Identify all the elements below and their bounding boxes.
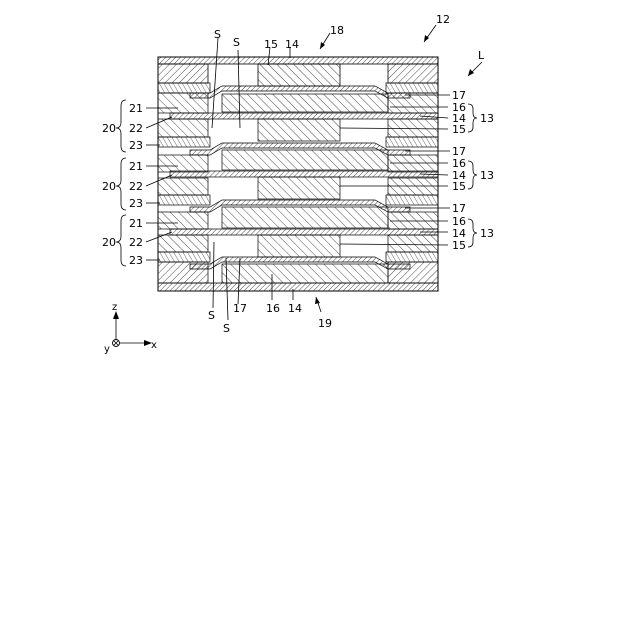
label-15-c: 15 <box>452 239 466 252</box>
label-S-top-2: S <box>233 36 240 49</box>
label-L: L <box>478 49 485 62</box>
label-19: 19 <box>318 317 332 330</box>
top-plate <box>158 57 438 64</box>
label-14-top: 14 <box>285 38 299 51</box>
label-23-a: 23 <box>129 139 143 152</box>
label-15-b: 15 <box>452 180 466 193</box>
label-S-top-1: S <box>214 28 221 41</box>
label-21-a: 21 <box>129 102 143 115</box>
axis-label-z: z <box>112 302 117 313</box>
label-23-c: 23 <box>129 254 143 267</box>
label-15-a: 15 <box>452 123 466 136</box>
top-right-frame-block <box>388 64 438 83</box>
label-20-a: 20 <box>102 122 116 135</box>
cell-2 <box>158 143 438 205</box>
label-12: 12 <box>436 13 450 26</box>
label-23-b: 23 <box>129 197 143 210</box>
label-S-bottom-1: S <box>208 309 215 322</box>
bottom-plate <box>158 283 438 291</box>
label-22-b: 22 <box>129 180 143 193</box>
top-center-electrode <box>258 64 340 86</box>
axis-label-x: x <box>151 340 157 351</box>
label-17-bottom: 17 <box>233 302 247 315</box>
label-15-top: 15 <box>264 38 278 51</box>
label-16-bottom: 16 <box>266 302 280 315</box>
label-S-bottom-2: S <box>223 322 230 335</box>
label-17-c: 17 <box>452 202 466 215</box>
label-13-a: 13 <box>480 112 494 125</box>
label-22-c: 22 <box>129 236 143 249</box>
label-13-c: 13 <box>480 227 494 240</box>
cell-1 <box>158 83 438 147</box>
label-13-b: 13 <box>480 169 494 182</box>
axis-label-y: y <box>104 344 110 355</box>
label-20-c: 20 <box>102 236 116 249</box>
label-18: 18 <box>330 24 344 37</box>
cell-3 <box>158 200 438 262</box>
label-22-a: 22 <box>129 122 143 135</box>
label-21-b: 21 <box>129 160 143 173</box>
label-21-c: 21 <box>129 217 143 230</box>
axis-indicator: z y x <box>104 302 157 355</box>
label-14-bottom: 14 <box>288 302 302 315</box>
top-left-frame-block <box>158 64 208 83</box>
label-20-b: 20 <box>102 180 116 193</box>
